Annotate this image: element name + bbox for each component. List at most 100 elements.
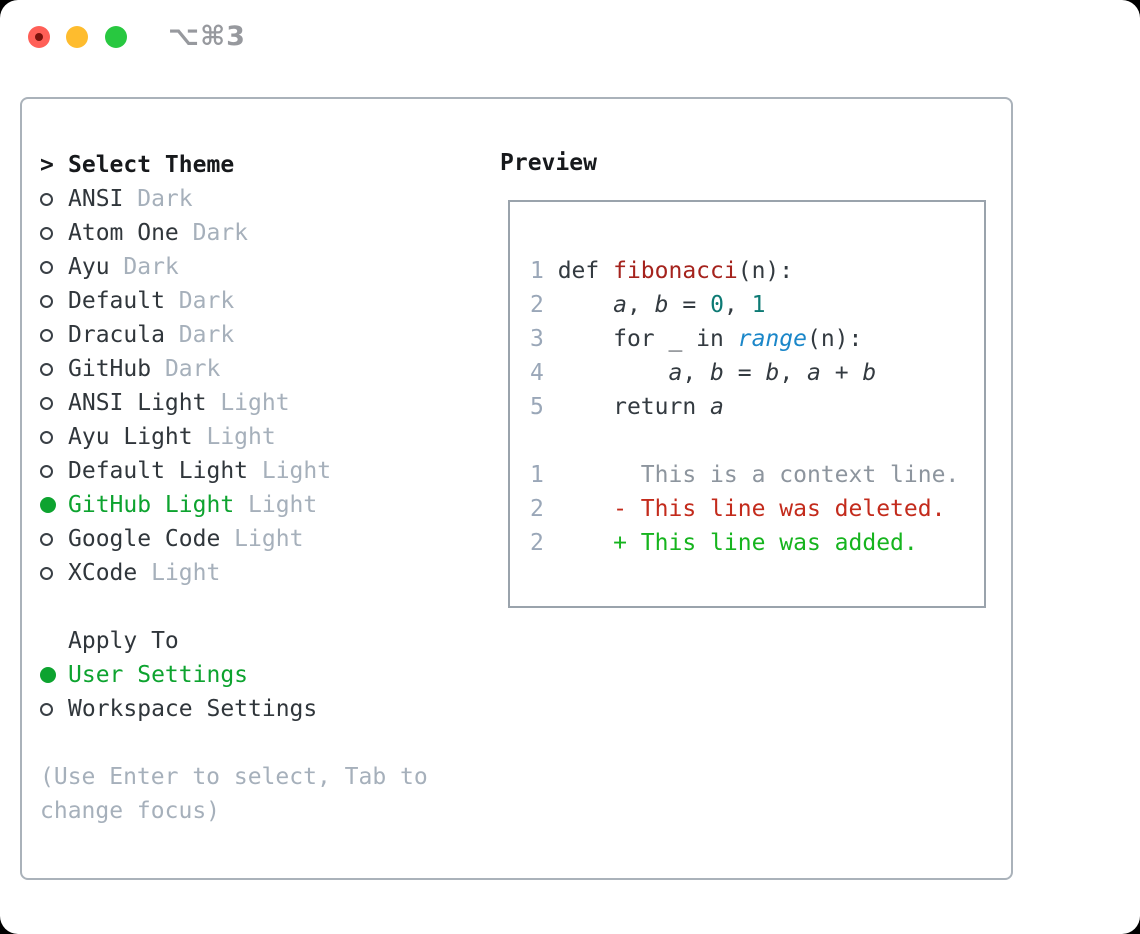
code-token: b (862, 360, 877, 386)
code-token: This is a context line. (557, 462, 960, 488)
theme-option-google-code[interactable]: Google Code Light (40, 522, 450, 556)
line-number: 3 (530, 326, 558, 352)
theme-option-default-light[interactable]: Default Light Light (40, 454, 450, 488)
theme-variant: Dark (123, 186, 193, 212)
spacer (40, 590, 450, 624)
theme-name: GitHub (68, 356, 152, 382)
code-line: 3 for _ in range(n): (530, 322, 984, 356)
apply-to-title-row: Apply To (40, 624, 450, 658)
radio-icon (40, 362, 68, 376)
spacer (40, 726, 450, 760)
code-line: 1 def fibonacci(n): (530, 254, 984, 288)
code-token: 0 (710, 292, 724, 318)
code-token: for _ in (557, 326, 738, 352)
line-number: 2 (530, 530, 558, 556)
code-token: b (654, 292, 669, 318)
theme-option-github[interactable]: GitHub Dark (40, 352, 450, 386)
theme-option-ayu[interactable]: Ayu Dark (40, 250, 450, 284)
theme-variant: Light (206, 390, 290, 416)
code-token: 1 (751, 292, 766, 318)
theme-option-atom-one[interactable]: Atom One Dark (40, 216, 450, 250)
theme-variant: Light (248, 458, 332, 484)
line-number: 1 (530, 258, 558, 284)
theme-name: Ayu Light (68, 424, 193, 450)
code-token: , (723, 292, 752, 318)
code-token: fibonacci (613, 258, 738, 284)
theme-list-title: Select Theme (68, 152, 235, 178)
code-token: return (557, 394, 711, 420)
theme-variant: Light (137, 560, 221, 586)
theme-variant: Dark (109, 254, 179, 280)
radio-icon (40, 464, 68, 478)
radio-icon (40, 294, 68, 308)
theme-list-title-row: > Select Theme (40, 148, 450, 182)
radio-icon (40, 430, 68, 444)
theme-name: GitHub Light (68, 492, 235, 518)
code-token (558, 292, 613, 318)
minimize-button[interactable] (66, 26, 88, 48)
code-token: a (668, 360, 683, 386)
close-button[interactable] (28, 26, 50, 48)
theme-option-github-light[interactable]: GitHub Light Light (40, 488, 450, 522)
code-token: (n): (737, 258, 794, 284)
theme-variant: Dark (164, 322, 235, 348)
code-token: range (737, 326, 807, 352)
code-token: b (765, 360, 780, 386)
apply-to-title: Apply To (68, 628, 179, 654)
theme-name: Default (68, 288, 165, 314)
line-number: 2 (530, 496, 558, 522)
theme-variant: Light (192, 424, 276, 450)
theme-option-ansi[interactable]: ANSI Dark (40, 182, 450, 216)
theme-variant: Dark (164, 288, 235, 314)
apply-option-user-settings[interactable]: User Settings (40, 658, 450, 692)
theme-name: ANSI (68, 186, 124, 212)
code-line: 2 + This line was added. (530, 526, 984, 560)
theme-name: Atom One (68, 220, 179, 246)
code-line: 5 return a (530, 390, 984, 424)
window-title: ⌥⌘3 (168, 21, 246, 52)
theme-name: Google Code (68, 526, 221, 552)
code-line: 2 a, b = 0, 1 (530, 288, 984, 322)
radio-icon (40, 260, 68, 274)
code-line: 4 a, b = b, a + b (530, 356, 984, 390)
radio-icon (40, 328, 68, 342)
line-number: 4 (530, 360, 558, 386)
apply-option-label: User Settings (68, 662, 249, 688)
apply-option-workspace-settings[interactable]: Workspace Settings (40, 692, 450, 726)
help-text: (Use Enter to select, Tab to change focu… (40, 764, 428, 824)
code-token: , (682, 360, 711, 386)
radio-icon (40, 396, 68, 410)
radio-selected-icon (40, 667, 68, 683)
code-token: = (668, 292, 711, 318)
radio-icon (40, 532, 68, 546)
code-token (558, 496, 613, 522)
theme-name: Default Light (68, 458, 249, 484)
code-token: = (723, 360, 766, 386)
theme-option-xcode[interactable]: XCode Light (40, 556, 450, 590)
code-token (558, 530, 613, 556)
code-token: def (557, 258, 614, 284)
theme-option-ansi-light[interactable]: ANSI Light Light (40, 386, 450, 420)
theme-option-default[interactable]: Default Dark (40, 284, 450, 318)
zoom-button[interactable] (105, 26, 127, 48)
theme-option-ayu-light[interactable]: Ayu Light Light (40, 420, 450, 454)
line-number: 2 (530, 292, 558, 318)
code-token: , (626, 292, 655, 318)
preview-title: Preview (500, 150, 597, 176)
caret-icon: > (40, 152, 54, 178)
code-token: (n): (806, 326, 863, 352)
radio-icon (40, 566, 68, 580)
theme-name: Ayu (68, 254, 110, 280)
code-token: a (710, 394, 724, 420)
theme-name: ANSI Light (68, 390, 207, 416)
code-token: + (820, 360, 863, 386)
theme-option-dracula[interactable]: Dracula Dark (40, 318, 450, 352)
theme-name: XCode (68, 560, 138, 586)
radio-selected-icon (40, 497, 68, 513)
theme-variant: Dark (178, 220, 249, 246)
